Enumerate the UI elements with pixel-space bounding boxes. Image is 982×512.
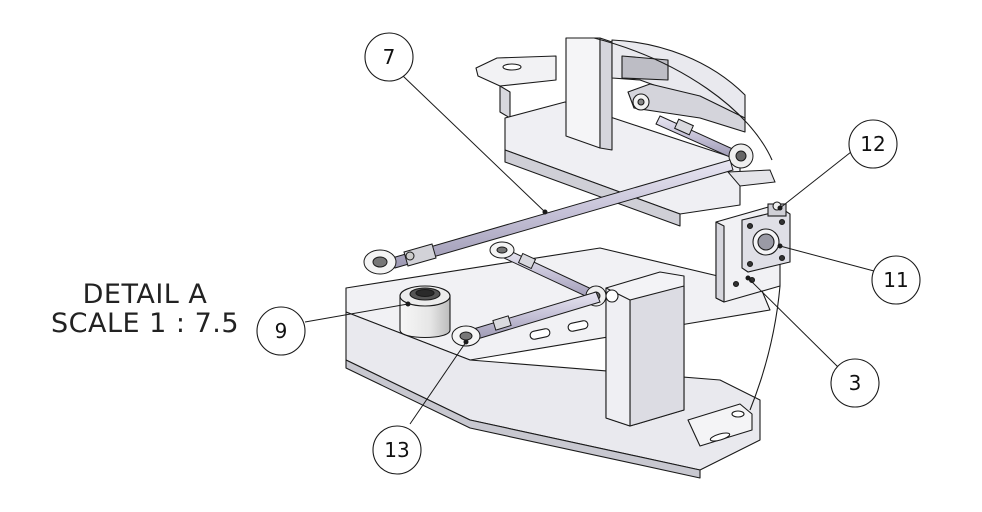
leader-13 xyxy=(409,341,467,425)
leader-9 xyxy=(304,303,409,323)
upper-mount-tab xyxy=(475,55,557,87)
upper-short-link xyxy=(655,115,776,187)
svg-text:13: 13 xyxy=(384,438,409,462)
flange-bearing xyxy=(741,201,791,273)
lower-vertical-bracket xyxy=(605,271,685,427)
balloon-11: 11 xyxy=(871,255,921,305)
rail-slot xyxy=(567,320,589,332)
leader-lines xyxy=(304,75,875,425)
balloon-12: 12 xyxy=(848,119,898,169)
svg-text:12: 12 xyxy=(860,132,885,156)
upper-post xyxy=(565,37,601,149)
upper-frame xyxy=(475,37,746,227)
long-link-rod xyxy=(363,159,734,275)
lower-link-rods xyxy=(451,241,607,347)
balloon-7: 7 xyxy=(364,32,414,82)
bushing xyxy=(399,285,451,338)
leader-11 xyxy=(779,245,875,272)
detail-boundary xyxy=(593,37,781,411)
svg-text:3: 3 xyxy=(849,371,862,395)
balloon-3: 3 xyxy=(830,358,880,408)
balloon-13: 13 xyxy=(372,425,422,475)
rail-slot xyxy=(529,328,551,340)
upper-tab-slot xyxy=(502,63,522,71)
detail-scale: SCALE 1 : 7.5 xyxy=(50,308,240,339)
detail-title: DETAIL A xyxy=(82,279,208,310)
detail-label: DETAIL A SCALE 1 : 7.5 xyxy=(30,280,260,338)
svg-text:9: 9 xyxy=(275,319,288,343)
leader-3 xyxy=(747,277,839,368)
svg-text:11: 11 xyxy=(883,268,908,292)
leader-12 xyxy=(779,151,852,209)
balloon-9: 9 xyxy=(256,306,306,356)
leader-7 xyxy=(402,75,546,213)
svg-text:7: 7 xyxy=(383,45,396,69)
